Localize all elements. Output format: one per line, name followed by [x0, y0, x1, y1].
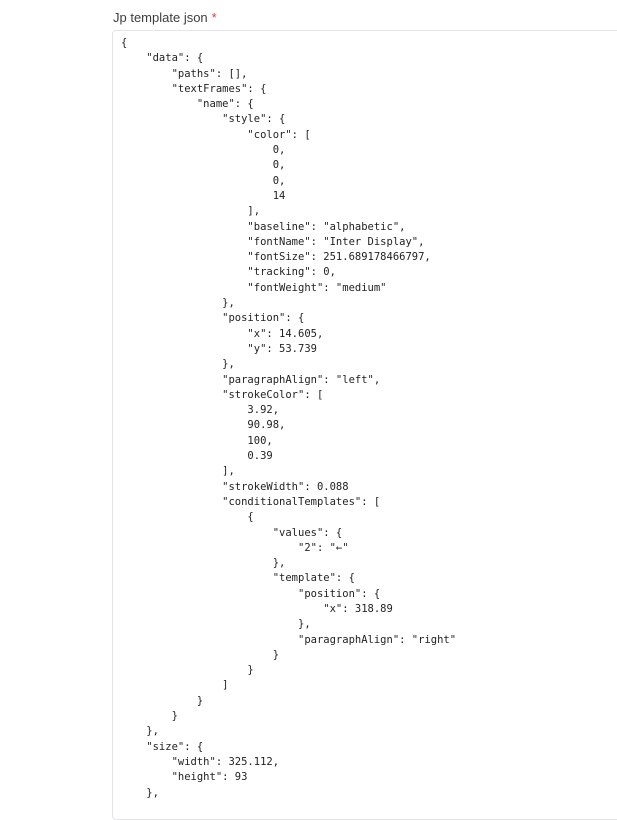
code-line: "paragraphAlign": "right" [121, 633, 457, 646]
code-line: } [121, 648, 280, 661]
code-line: "y": 53.739 [121, 342, 317, 355]
field-label: Jp template json* [113, 9, 217, 27]
code-line: "template": { [121, 572, 355, 585]
code-line: "strokeColor": [ [121, 388, 324, 401]
code-line: 0, [121, 174, 286, 187]
code-line: ], [121, 205, 261, 218]
code-line: "fontWeight": "medium" [121, 281, 387, 294]
code-line: "fontSize": 251.689178466797, [121, 251, 431, 264]
json-textarea[interactable]: { "data": { "paths": [], "textFrames": {… [112, 30, 617, 820]
code-line: "height": 93 [121, 771, 248, 784]
code-line: "position": { [121, 312, 305, 325]
code-line: "paragraphAlign": "left", [121, 373, 381, 386]
json-code-lines: { "data": { "paths": [], "textFrames": {… [121, 36, 456, 801]
code-line: }, [121, 297, 235, 310]
code-line: 0.39 [121, 450, 273, 463]
code-line: 14 [121, 189, 286, 202]
code-line: "baseline": "alphabetic", [121, 220, 406, 233]
code-line: }, [121, 725, 159, 738]
code-line: 100, [121, 434, 273, 447]
code-line: "conditionalTemplates": [ [121, 495, 381, 508]
code-line: "textFrames": { [121, 82, 267, 95]
code-line: } [121, 664, 254, 677]
code-line: "2": "←" [121, 541, 349, 554]
code-line: } [121, 710, 178, 723]
code-line: }, [121, 618, 311, 631]
code-line: 0, [121, 159, 286, 172]
code-line: "width": 325.112, [121, 755, 280, 768]
code-line: ] [121, 679, 229, 692]
field-label-text: Jp template json [113, 10, 208, 25]
code-line: "paths": [], [121, 67, 248, 80]
code-line: "values": { [121, 526, 343, 539]
required-asterisk: * [211, 10, 217, 25]
code-line: "style": { [121, 113, 286, 126]
code-line: "fontName": "Inter Display", [121, 235, 425, 248]
code-line: 90.98, [121, 419, 286, 432]
code-line: "color": [ [121, 128, 311, 141]
code-line: ], [121, 465, 235, 478]
code-line: "x": 318.89 [121, 602, 393, 615]
code-line: 0, [121, 144, 286, 157]
code-line: "name": { [121, 98, 254, 111]
code-line: } [121, 694, 204, 707]
code-line: { [121, 37, 128, 49]
code-line: }, [121, 557, 286, 570]
code-line: 3.92, [121, 404, 280, 417]
code-line: { [121, 511, 254, 524]
code-line: "tracking": 0, [121, 266, 336, 279]
code-line: }, [121, 358, 235, 371]
code-line: "position": { [121, 587, 381, 600]
code-line: "strokeWidth": 0.088 [121, 480, 349, 493]
code-line: }, [121, 786, 159, 799]
code-line: "size": { [121, 740, 204, 753]
code-line: "data": { [121, 52, 204, 65]
code-line: "x": 14.605, [121, 327, 324, 340]
